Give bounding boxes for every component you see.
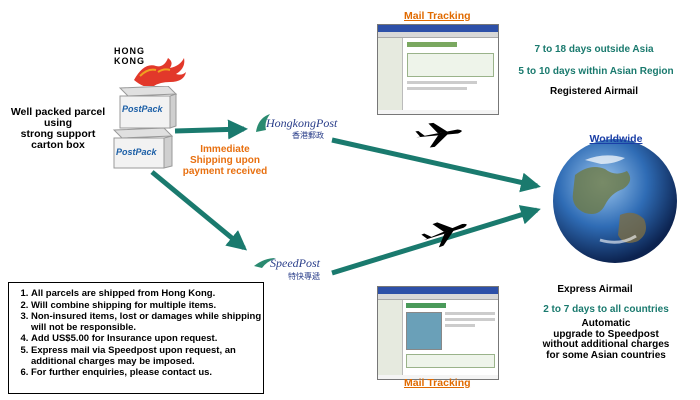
registered-airmail-label: Registered Airmail (550, 86, 638, 97)
shipping-note-item: Non-insured items, lost or damages while… (31, 311, 263, 333)
parcel-description-line: Well packed parcel (10, 106, 106, 118)
express-upgrade-line: Automatic (581, 318, 631, 329)
shipping-note-item: For further enquiries, please contact us… (31, 368, 263, 379)
shipping-note-line: Shipping upon (190, 155, 260, 166)
express-upgrade-line: without additional charges (542, 339, 670, 350)
express-upgrade-line: for some Asian countries (546, 349, 666, 361)
airplane-icon (415, 122, 462, 148)
parcel-description: Well packed parcel using strong support … (2, 107, 114, 151)
hongkong-post-name: HongkongPost (266, 116, 338, 130)
registered-days-within-asia: 5 to 10 days within Asian Region (518, 66, 674, 77)
speedpost-chinese: 特快專遞 (288, 272, 320, 281)
hong-kong-logo: HONG KONG (114, 46, 145, 66)
worldwide-link[interactable]: Worldwide (589, 133, 643, 145)
express-airmail-label: Express Airmail (557, 284, 633, 295)
speedpost-icon (254, 258, 276, 268)
arrow-parcel-to-hkpost (174, 119, 248, 140)
tracking-screenshot-top[interactable] (377, 24, 499, 115)
box-brand-label-bottom: PostPack (116, 147, 157, 157)
express-days: 2 to 7 days to all countries (543, 304, 669, 315)
hongkong-post-chinese: 香港郵政 (292, 131, 324, 140)
parcel-description-line: carton box (31, 139, 85, 151)
shipping-notes-box: All parcels are shipped from Hong Kong. … (8, 282, 264, 394)
hk-logo-text-line2: KONG (114, 56, 145, 66)
box-brand-label-top: PostPack (122, 104, 163, 114)
shipping-note-line: payment received (182, 166, 268, 177)
express-upgrade-line: upgrade to Speedpost (553, 328, 659, 340)
speedpost-name: SpeedPost (270, 256, 320, 270)
shipping-note-item: Express mail via Speedpost upon request,… (31, 345, 263, 367)
mail-tracking-link-top[interactable]: Mail Tracking (404, 10, 471, 22)
tracking-screenshot-bottom[interactable] (377, 286, 499, 380)
express-upgrade-note: Automatic upgrade to Speedpost without a… (520, 318, 692, 361)
shipping-note-item: Add US$5.00 for Insurance upon request. (31, 334, 263, 345)
mail-tracking-link-bottom[interactable]: Mail Tracking (404, 377, 471, 389)
shipping-notes-list: All parcels are shipped from Hong Kong. … (9, 288, 263, 379)
arrow-parcel-to-speedpost (150, 170, 248, 251)
arrow-hkpost-to-globe (331, 137, 541, 193)
registered-days-outside-asia: 7 to 18 days outside Asia (534, 44, 654, 55)
parcel-boxes-image (112, 86, 178, 169)
globe-icon (553, 139, 677, 263)
shipping-note-item: All parcels are shipped from Hong Kong. (31, 288, 263, 300)
hongkong-post-icon (256, 114, 270, 132)
dragon-icon (134, 58, 186, 86)
parcel-description-line: strong support (20, 128, 96, 140)
shipping-note: Immediate Shipping upon payment received (168, 144, 282, 177)
parcel-description-line: using (44, 117, 72, 129)
arrow-speedpost-to-globe (331, 205, 541, 276)
hk-logo-text-line1: HONG (114, 46, 145, 56)
shipping-note-line: Immediate (200, 144, 250, 155)
shipping-note-item: Will combine shipping for multiple items… (31, 300, 263, 312)
airplane-icon (421, 222, 467, 248)
